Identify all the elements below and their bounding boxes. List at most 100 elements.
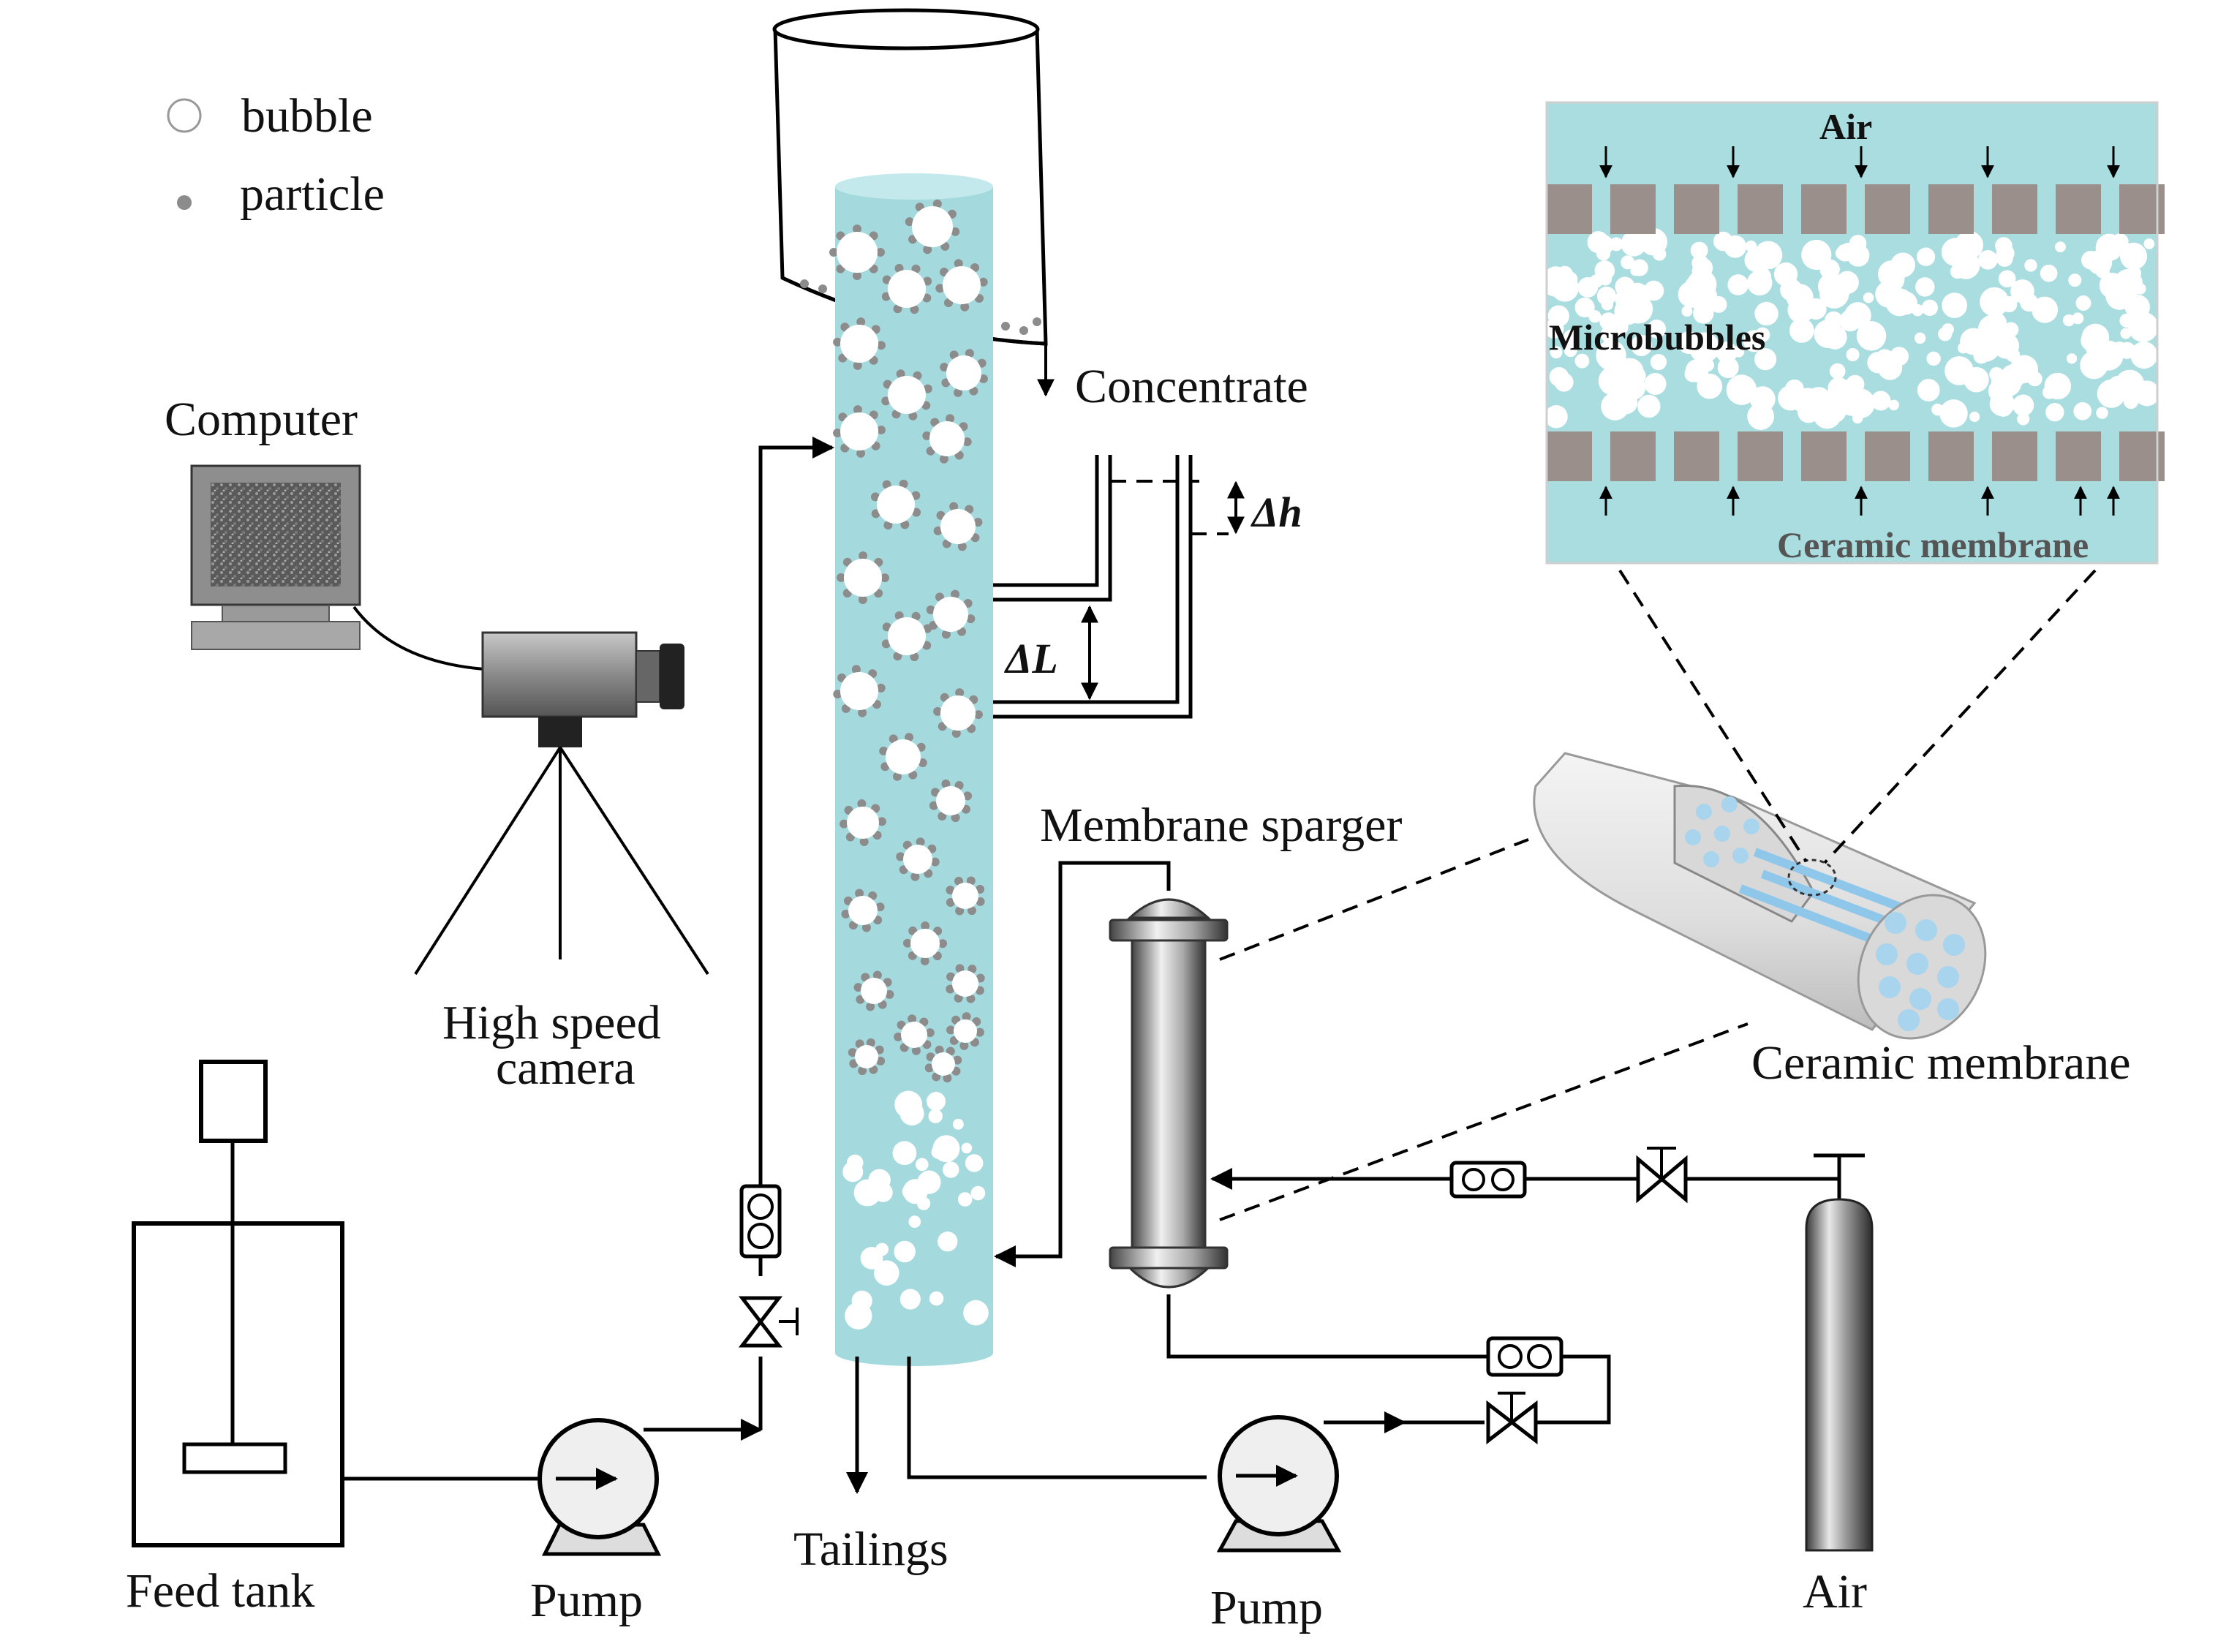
column-bubble <box>938 1232 958 1252</box>
column-particle <box>922 293 932 303</box>
recycle-valve-icon <box>1486 1392 1538 1445</box>
computer-camera-cable <box>352 606 485 671</box>
air-cylinder-icon <box>1805 1153 1874 1552</box>
column-bubble <box>965 1154 984 1172</box>
column-particle <box>941 630 951 639</box>
inset-bubble <box>1589 274 1604 288</box>
inset-bubble <box>1916 247 1936 266</box>
inset-bubble <box>1689 332 1720 363</box>
ceramic-membrane-tube-icon <box>1533 752 1987 1040</box>
column-particle <box>923 624 932 633</box>
inset-bubble <box>1980 293 1992 304</box>
feed-tank-icon <box>132 1060 344 1547</box>
inset-bubble <box>1856 321 1887 351</box>
inset-bubble <box>1684 276 1703 295</box>
recycle-line-valve-loop <box>1166 1294 1611 1425</box>
column-particle <box>976 885 985 894</box>
column-particle <box>922 431 932 440</box>
inset-ceramic-membrane-label: Ceramic membrane <box>1777 524 2089 565</box>
column-bubble <box>877 486 915 524</box>
column-particle <box>976 973 985 983</box>
column-bubble <box>899 1289 921 1310</box>
column-bubble <box>954 1019 977 1043</box>
column-particle <box>940 363 949 372</box>
inset-bubble <box>1596 340 1626 371</box>
column-particle <box>833 337 842 347</box>
column-particle <box>951 227 960 236</box>
callout-tube-to-inset-right <box>1823 569 2097 864</box>
inset-bubble <box>1838 285 1851 298</box>
inset-bubble <box>1867 352 1889 374</box>
column-particle <box>955 906 965 916</box>
inset-bubble <box>1816 396 1840 420</box>
column-particle <box>866 1038 875 1047</box>
inset-bubble <box>2000 364 2026 389</box>
inset-bubble <box>1917 379 1940 401</box>
camera-label-line1: High speed <box>442 996 661 1049</box>
inset-bubble <box>1754 348 1777 371</box>
inset-bubble <box>2010 279 2034 303</box>
column-particle <box>920 956 929 965</box>
inset-microbubbles-label: Microbubbles <box>1549 317 1765 358</box>
column-particle <box>946 886 955 895</box>
column-bubble <box>940 695 976 731</box>
column-particle <box>848 1048 857 1057</box>
column-particle <box>941 779 951 788</box>
inset-bubble <box>2045 403 2064 422</box>
inset-bubble <box>1609 237 1623 252</box>
column-particle <box>881 292 891 301</box>
inset-bubble <box>1849 235 1867 252</box>
legend: bubble particle <box>167 89 385 221</box>
inset-bubble <box>2119 242 2148 270</box>
column-bubble <box>855 1045 878 1068</box>
column-bubble <box>844 559 882 597</box>
inset-bubble <box>1744 248 1769 273</box>
column-particle <box>946 414 955 423</box>
column-particle <box>908 1014 917 1024</box>
column-particle <box>882 480 891 489</box>
column-particle <box>910 305 919 314</box>
column-particle <box>967 965 977 974</box>
column-particle <box>894 263 904 273</box>
column-bubble <box>957 1192 973 1207</box>
column-particle <box>894 611 904 620</box>
column-particle <box>946 972 956 981</box>
column-particle <box>933 526 943 535</box>
air-valve-icon <box>1636 1147 1688 1204</box>
inset-bubble <box>2024 259 2037 272</box>
column-particle <box>938 939 947 948</box>
inset-bubble <box>1690 241 1708 260</box>
membrane-inset: Air Microbubbles Ceramic membrane <box>1541 101 2165 565</box>
column-particle <box>877 817 886 826</box>
membrane-block-bottom <box>1674 431 1719 481</box>
inset-bubble <box>1921 299 1939 316</box>
column-bubble <box>894 1240 916 1263</box>
column-bubble <box>840 325 878 363</box>
column-particle <box>911 491 921 500</box>
column-bubble <box>886 739 921 774</box>
feed-flowmeter-icon <box>739 1184 782 1259</box>
column-particle <box>962 1012 971 1022</box>
membrane-block-top <box>1992 184 2037 234</box>
column-bubble <box>929 1291 944 1306</box>
camera-label-line2: camera <box>496 1041 635 1095</box>
column-particle <box>910 652 919 662</box>
column-particle <box>885 989 894 999</box>
column-particle <box>840 819 849 829</box>
column-particle <box>962 437 972 447</box>
inset-bubble <box>1989 391 2015 417</box>
column-particle <box>978 277 988 287</box>
column-particle <box>959 1041 969 1050</box>
inset-bubble <box>2081 323 2110 352</box>
inset-bubble <box>1544 404 1568 429</box>
delta-L-label: ΔL <box>1004 635 1058 682</box>
callout-sparger-to-tube-bottom <box>1219 1022 1749 1221</box>
column-particle <box>870 492 880 502</box>
column-bubbles <box>829 199 989 1329</box>
inset-bubble <box>2143 238 2155 249</box>
column-bubble <box>837 232 878 273</box>
inset-bubble <box>1978 249 1998 270</box>
column-particle <box>957 542 967 551</box>
column-particle <box>837 573 846 582</box>
